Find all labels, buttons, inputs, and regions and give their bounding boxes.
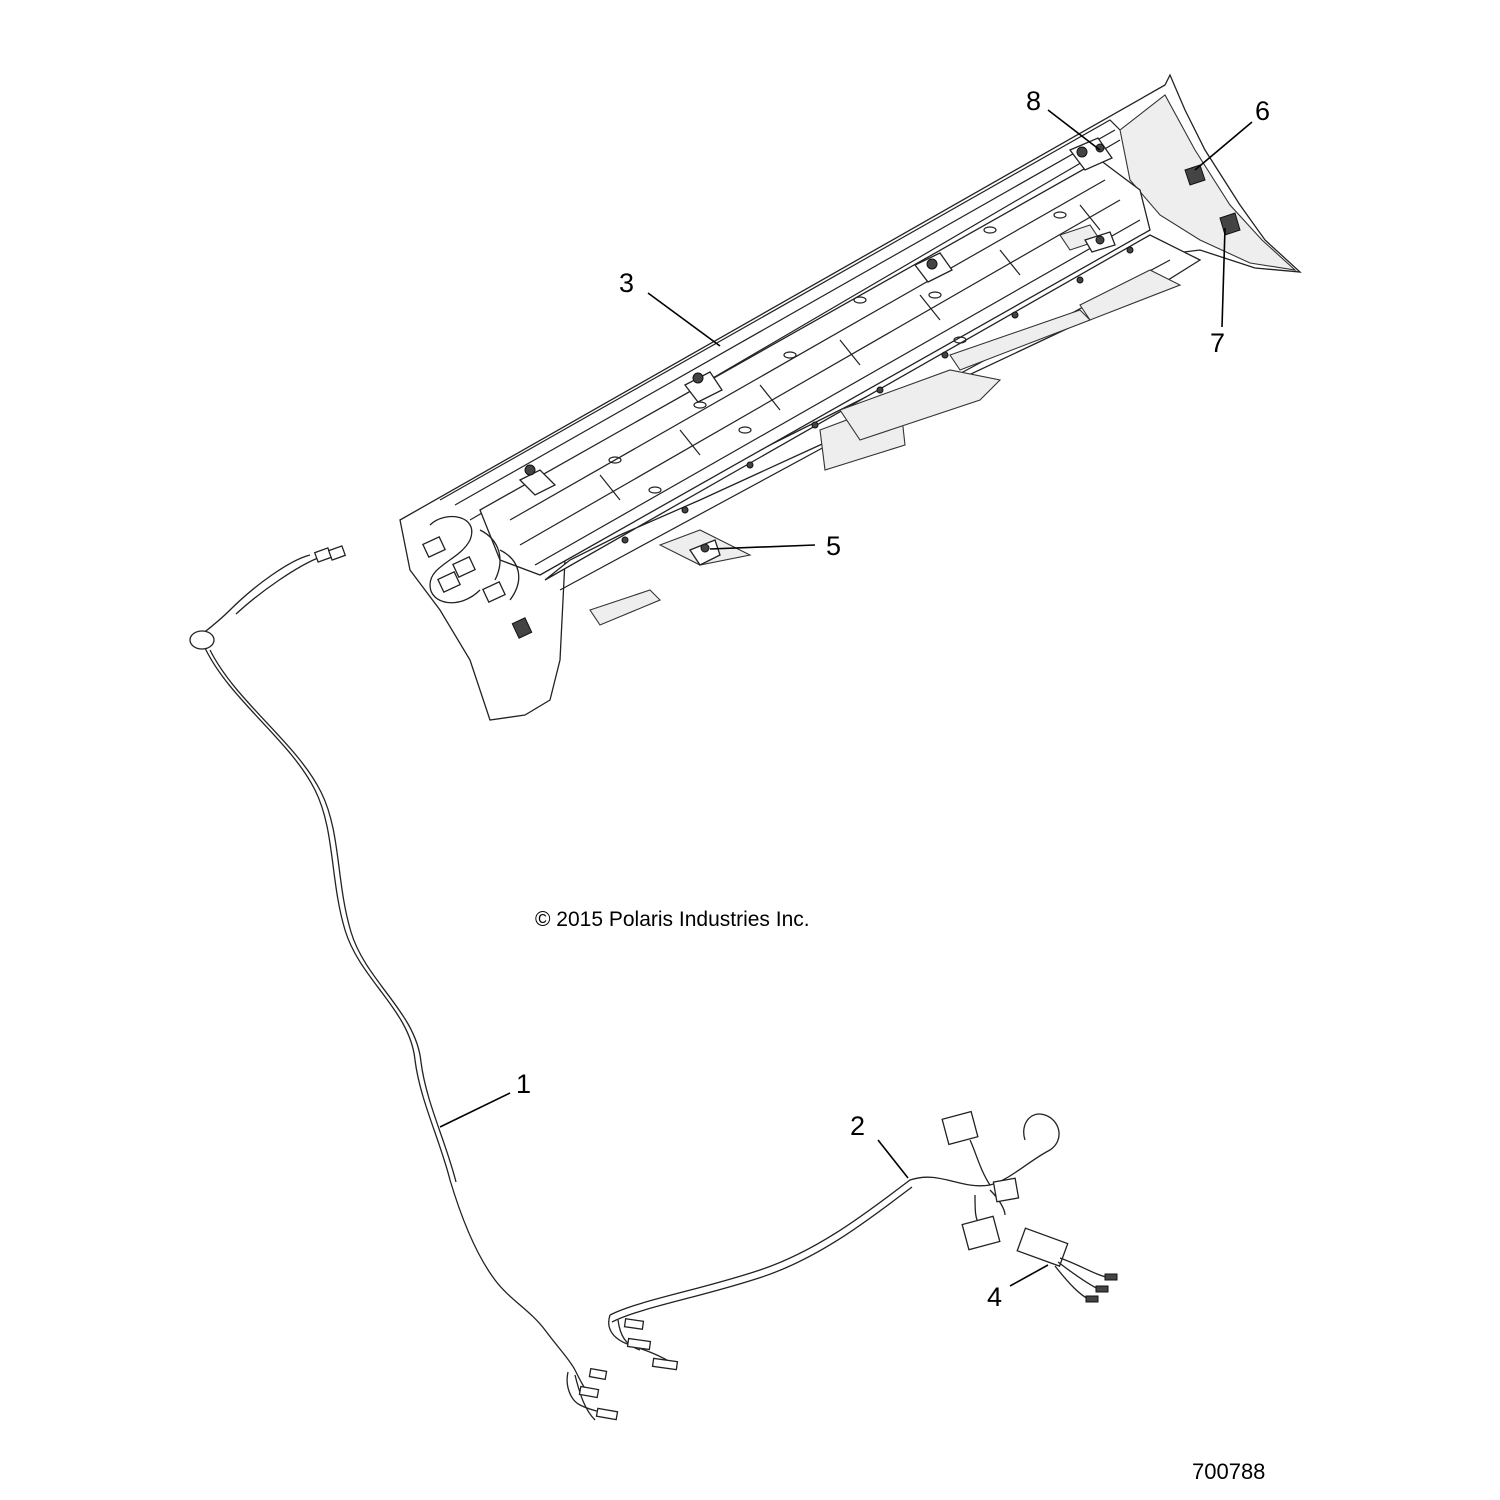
callout-labels: 3 8 6 7 5 1 2 4 <box>516 86 1270 1312</box>
callout-1: 1 <box>516 1069 531 1099</box>
leader-line-5 <box>709 544 816 550</box>
callout-6: 6 <box>1255 96 1270 126</box>
callout-7: 7 <box>1210 328 1225 358</box>
leader-line-1 <box>439 1092 511 1128</box>
callout-3: 3 <box>619 268 634 298</box>
connector-part-4 <box>1016 1227 1118 1303</box>
leader-line-7 <box>1221 227 1226 328</box>
document-number: 700788 <box>1192 1459 1265 1484</box>
callout-2: 2 <box>850 1111 865 1141</box>
harness-part-2 <box>608 1110 1060 1371</box>
callout-8: 8 <box>1026 86 1041 116</box>
harness-part-1 <box>189 545 619 1421</box>
leader-line-6 <box>1194 121 1253 171</box>
copyright-text: © 2015 Polaris Industries Inc. <box>535 908 810 931</box>
left-end-wiring <box>422 515 533 639</box>
mount-bracket-group <box>518 137 1113 496</box>
switch-part-6 <box>1184 164 1206 186</box>
leader-lines <box>439 109 1253 1287</box>
callout-4: 4 <box>987 1282 1002 1312</box>
panel-assembly-part-3 <box>399 73 1302 721</box>
leader-line-4 <box>1009 1264 1049 1287</box>
leader-line-2 <box>877 1139 909 1179</box>
leader-line-8 <box>1047 109 1101 151</box>
callout-5: 5 <box>826 531 841 561</box>
leader-line-3 <box>647 292 721 347</box>
